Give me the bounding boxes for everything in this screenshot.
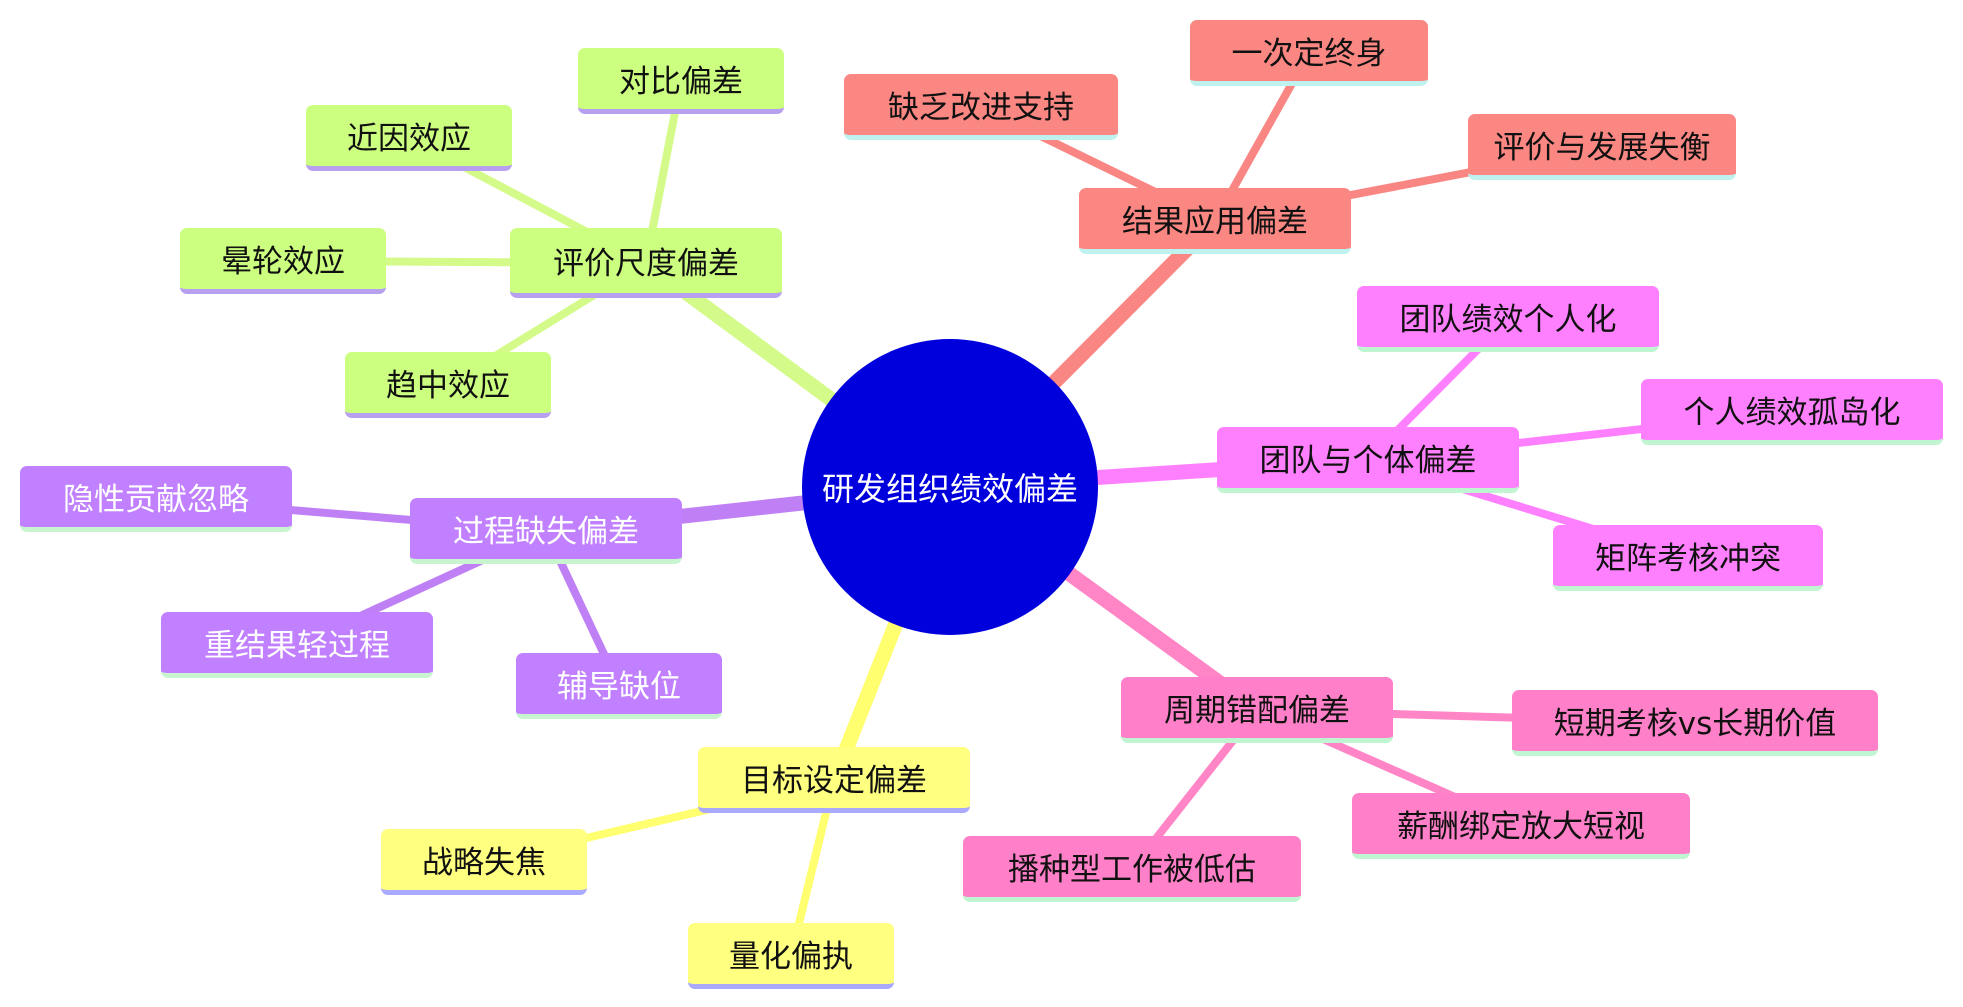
leaf-node-result-1[interactable]: 一次定终身	[1190, 20, 1428, 86]
leaf-node-process-3[interactable]: 辅导缺位	[516, 653, 722, 719]
leaf-node-team-1[interactable]: 团队绩效个人化	[1357, 286, 1659, 352]
leaf-node-scale-3[interactable]: 晕轮效应	[180, 228, 386, 294]
branch-node-goal[interactable]: 目标设定偏差	[698, 747, 970, 813]
leaf-node-process-2[interactable]: 重结果轻过程	[161, 612, 433, 678]
leaf-node-process-1[interactable]: 隐性贡献忽略	[20, 466, 292, 532]
branch-node-cycle[interactable]: 周期错配偏差	[1121, 677, 1393, 743]
leaf-node-cycle-2[interactable]: 薪酬绑定放大短视	[1352, 793, 1690, 859]
leaf-node-goal-1[interactable]: 战略失焦	[381, 829, 587, 895]
leaf-node-team-2[interactable]: 个人绩效孤岛化	[1641, 379, 1943, 445]
leaf-node-scale-1[interactable]: 对比偏差	[578, 48, 784, 114]
branch-node-result[interactable]: 结果应用偏差	[1079, 188, 1351, 254]
leaf-node-cycle-3[interactable]: 播种型工作被低估	[963, 836, 1301, 902]
leaf-node-goal-2[interactable]: 量化偏执	[688, 923, 894, 989]
leaf-node-scale-2[interactable]: 近因效应	[306, 105, 512, 171]
leaf-node-cycle-1[interactable]: 短期考核vs长期价值	[1512, 690, 1878, 756]
leaf-node-result-2[interactable]: 缺乏改进支持	[844, 74, 1118, 140]
branch-node-process[interactable]: 过程缺失偏差	[410, 498, 682, 564]
leaf-node-team-3[interactable]: 矩阵考核冲突	[1553, 525, 1823, 591]
center-node[interactable]: 研发组织绩效偏差	[802, 339, 1098, 635]
branch-node-team[interactable]: 团队与个体偏差	[1217, 427, 1519, 493]
leaf-node-result-3[interactable]: 评价与发展失衡	[1468, 114, 1736, 180]
branch-node-scale[interactable]: 评价尺度偏差	[510, 228, 782, 298]
leaf-node-scale-4[interactable]: 趋中效应	[345, 352, 551, 418]
